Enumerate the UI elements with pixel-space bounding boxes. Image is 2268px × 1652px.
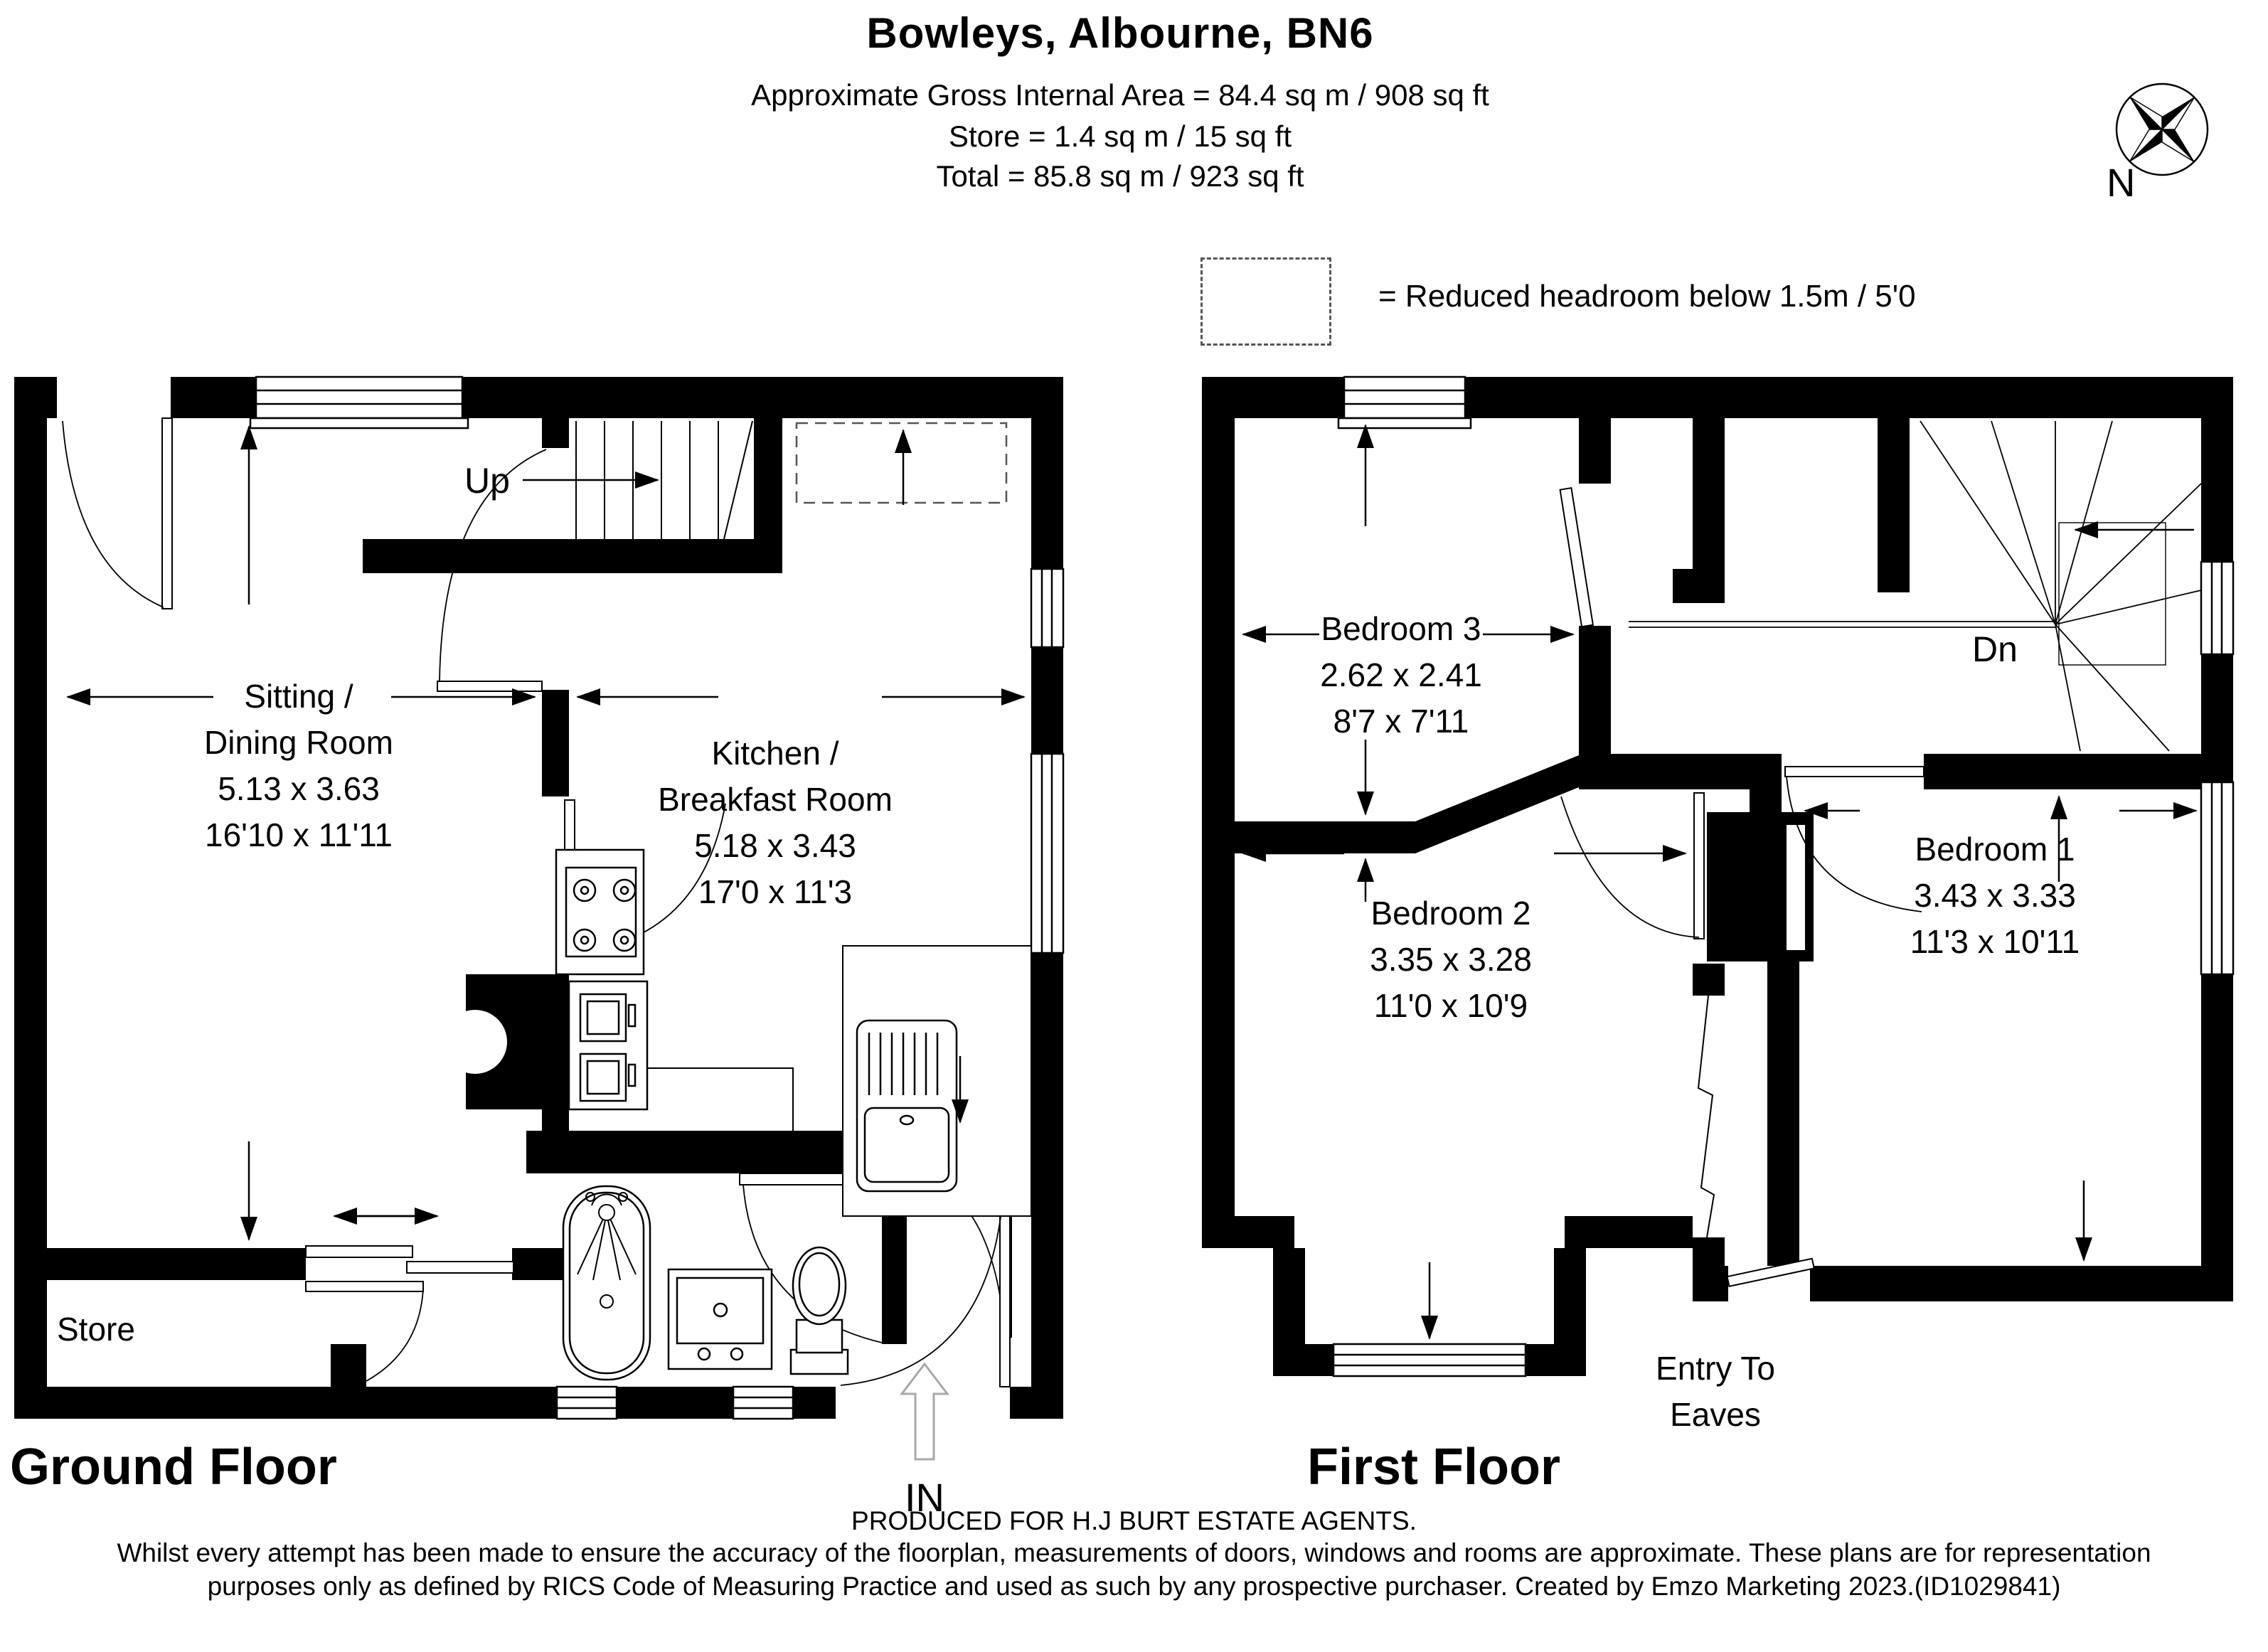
ground-exterior-walls xyxy=(14,377,1063,1419)
footer-disclaimer-2: purposes only as defined by RICS Code of… xyxy=(207,1572,2061,1601)
footer-disclaimer-1: Whilst every attempt has been made to en… xyxy=(117,1538,2151,1567)
bathroom-sink xyxy=(667,1268,773,1370)
svg-text:16'10 x 11'11: 16'10 x 11'11 xyxy=(205,816,393,853)
bathtub xyxy=(562,1185,651,1381)
chimney-recess xyxy=(1787,825,1805,950)
svg-text:11'0 x 10'9: 11'0 x 10'9 xyxy=(1374,987,1528,1024)
kitchen-sink xyxy=(856,1019,958,1193)
bedroom2-label: Bedroom 2 3.35 x 3.28 11'0 x 10'9 xyxy=(1370,895,1532,1024)
svg-text:Sitting /: Sitting / xyxy=(244,678,353,715)
svg-text:Kitchen /: Kitchen / xyxy=(712,735,839,772)
page-title: Bowleys, Albourne, BN6 xyxy=(866,9,1374,57)
svg-text:3.35 x 3.28: 3.35 x 3.28 xyxy=(1370,941,1532,978)
svg-text:11'3 x 10'11: 11'3 x 10'11 xyxy=(1910,923,2080,960)
staircase-down xyxy=(1629,420,2202,752)
compass-circle xyxy=(2115,82,2209,176)
first-interior-walls xyxy=(1202,418,2201,1269)
reduced-headroom-label: = Reduced headroom below 1.5m / 5'0 xyxy=(1378,279,1916,314)
bedroom1-label: Bedroom 1 3.43 x 3.33 11'3 x 10'11 xyxy=(1910,831,2080,960)
ground-windows xyxy=(249,375,1065,1420)
reduced-headroom-swatch xyxy=(1200,257,1331,346)
fireplace-recess xyxy=(443,1010,507,1074)
reduced-headroom-zone xyxy=(795,422,1008,504)
stairs-down-label: Dn xyxy=(1972,629,2018,669)
svg-text:Entry To: Entry To xyxy=(1656,1350,1775,1387)
footer-produced-for: PRODUCED FOR H.J BURT ESTATE AGENTS. xyxy=(851,1506,1417,1535)
svg-text:2.62 x 2.41: 2.62 x 2.41 xyxy=(1320,656,1482,693)
first-measure-arrows xyxy=(1242,424,2198,1340)
svg-text:3.43 x 3.33: 3.43 x 3.33 xyxy=(1914,877,2076,914)
ground-measure-arrows xyxy=(66,425,1026,1241)
svg-text:5.13 x 3.63: 5.13 x 3.63 xyxy=(218,770,380,807)
total-area: Total = 85.8 sq m / 923 sq ft xyxy=(936,159,1304,193)
svg-text:5.18 x 3.43: 5.18 x 3.43 xyxy=(694,827,856,864)
first-exterior-walls xyxy=(1202,377,2233,1376)
sliding-door xyxy=(305,1245,514,1274)
svg-text:Bedroom 3: Bedroom 3 xyxy=(1321,610,1481,647)
svg-text:Bedroom 2: Bedroom 2 xyxy=(1370,895,1530,932)
svg-text:17'0 x 11'3: 17'0 x 11'3 xyxy=(698,873,852,910)
stairs-up-label: Up xyxy=(464,461,510,501)
svg-text:8'7 x 7'11: 8'7 x 7'11 xyxy=(1333,703,1469,740)
compass-north-label: N xyxy=(2107,160,2135,205)
eaves-label: Entry To Eaves xyxy=(1656,1350,1775,1433)
store-label: Store xyxy=(57,1311,135,1348)
svg-text:Breakfast Room: Breakfast Room xyxy=(658,781,893,818)
svg-text:Eaves: Eaves xyxy=(1670,1396,1761,1433)
entrance-label: IN xyxy=(905,1475,944,1520)
eaves-slope-line xyxy=(1697,995,1715,1238)
store-area: Store = 1.4 sq m / 15 sq ft xyxy=(948,119,1292,153)
shower-icon xyxy=(577,1192,637,1309)
compass-rose-icon: N xyxy=(2107,82,2209,205)
bedroom3-label: Bedroom 3 2.62 x 2.41 8'7 x 7'11 xyxy=(1320,610,1482,740)
kitchen-label: Kitchen / Breakfast Room 5.18 x 3.43 17'… xyxy=(658,735,893,910)
first-floor-heading: First Floor xyxy=(1307,1439,1560,1496)
svg-text:Dining Room: Dining Room xyxy=(204,724,393,761)
svg-text:Bedroom 1: Bedroom 1 xyxy=(1915,831,2075,868)
ground-floor-heading: Ground Floor xyxy=(10,1439,337,1496)
compass-star xyxy=(2129,96,2195,163)
toilet xyxy=(789,1246,849,1375)
first-doors xyxy=(1559,487,1924,1288)
gross-internal-area: Approximate Gross Internal Area = 84.4 s… xyxy=(751,78,1489,112)
entrance-arrow-icon xyxy=(899,1362,950,1461)
sitting-dining-label: Sitting / Dining Room 5.13 x 3.63 16'10 … xyxy=(204,678,393,853)
floor-plan-ground: Up xyxy=(14,375,1065,1520)
hob xyxy=(555,848,645,976)
oven xyxy=(568,980,649,1111)
floor-plan-first: Dn Bedroom 3 2.62 x xyxy=(1202,375,2235,1433)
